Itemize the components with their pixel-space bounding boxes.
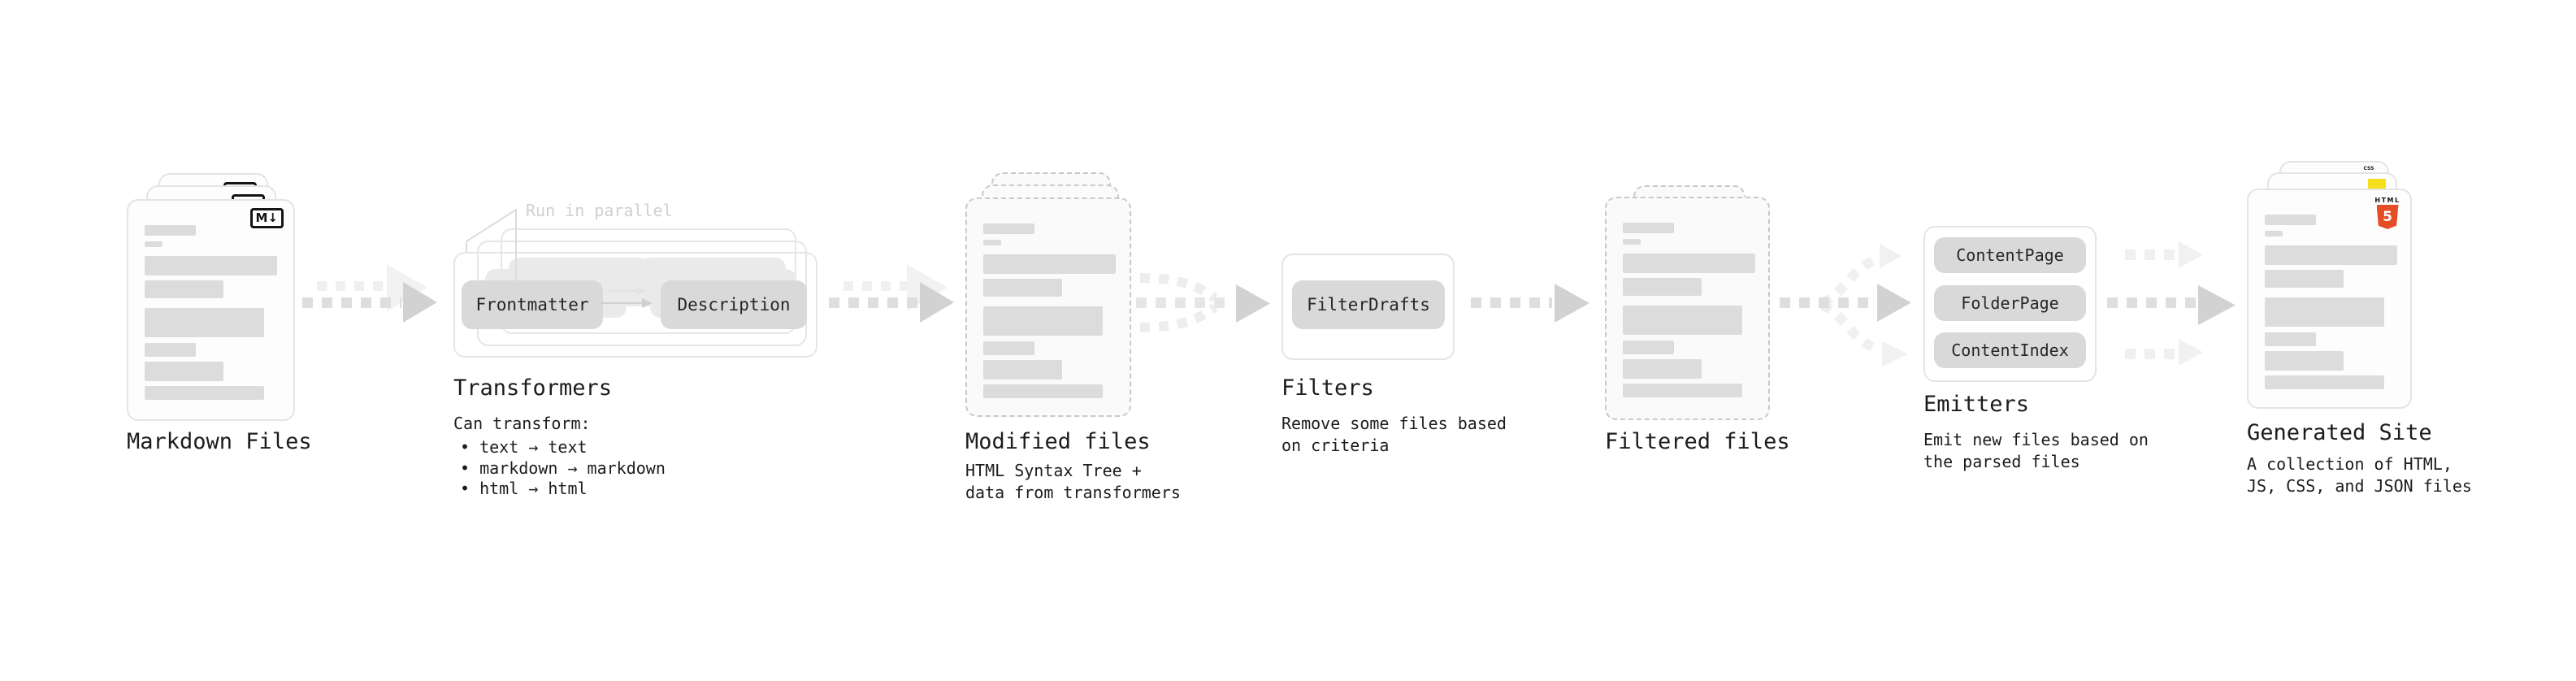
station-label: Filtered files bbox=[1605, 429, 1790, 454]
caption-line: on criteria bbox=[1281, 436, 1390, 455]
transform-bullet-list: text → text markdown → markdown html → h… bbox=[460, 437, 666, 500]
placeholder-bar bbox=[145, 308, 264, 337]
caption-line: the parsed files bbox=[1923, 452, 2080, 471]
arrow-head bbox=[1555, 284, 1589, 323]
station-label: Transformers bbox=[453, 375, 613, 401]
station-caption: A collection of HTML, JS, CSS, and JSON … bbox=[2247, 453, 2472, 497]
caption-line: JS, CSS, and JSON files bbox=[2247, 476, 2472, 496]
placeholder-bar bbox=[983, 306, 1103, 336]
emitter-chip-folderpage: FolderPage bbox=[1934, 285, 2086, 321]
placeholder-bar bbox=[983, 341, 1034, 355]
doc-content-bars bbox=[1623, 223, 1755, 397]
html5-digit: 5 bbox=[2383, 209, 2392, 225]
arrow-dash-line-ghost bbox=[317, 281, 386, 291]
transformer-box-front bbox=[453, 252, 817, 358]
placeholder-bar bbox=[2265, 231, 2283, 236]
placeholder-bar bbox=[1623, 239, 1641, 245]
station-label: Filters bbox=[1281, 375, 1374, 401]
placeholder-bar bbox=[983, 384, 1103, 398]
arrow-dash-line bbox=[1136, 297, 1225, 308]
placeholder-bar bbox=[1623, 359, 1702, 379]
placeholder-bar bbox=[983, 360, 1062, 380]
placeholder-bar bbox=[983, 223, 1034, 234]
arrow-dash-line-top bbox=[2125, 249, 2177, 260]
html5-icon-text: HTML bbox=[2374, 197, 2400, 204]
arrow-dash-line bbox=[302, 297, 401, 308]
placeholder-bar bbox=[2265, 270, 2344, 288]
placeholder-bar bbox=[1623, 306, 1742, 335]
placeholder-bar bbox=[2265, 375, 2384, 389]
doc-content-bars bbox=[145, 225, 277, 400]
markdown-icon: M↓ bbox=[249, 208, 284, 228]
placeholder-bar bbox=[983, 279, 1062, 297]
bullet-item: html → html bbox=[460, 479, 666, 500]
placeholder-bar bbox=[1623, 340, 1674, 354]
station-caption: Emit new files based on the parsed files bbox=[1923, 429, 2149, 473]
station-caption: HTML Syntax Tree + data from transformer… bbox=[965, 460, 1181, 504]
placeholder-bar bbox=[2265, 245, 2397, 265]
arrow-head-top bbox=[2179, 241, 2203, 268]
css-icon-text: CSS bbox=[2363, 166, 2374, 171]
emitter-chip-contentindex: ContentIndex bbox=[1934, 332, 2086, 368]
caption-line: Emit new files based on bbox=[1923, 430, 2149, 449]
arrow-head bbox=[2198, 285, 2236, 325]
placeholder-bar bbox=[983, 254, 1116, 274]
placeholder-bar bbox=[145, 225, 196, 236]
placeholder-bar bbox=[145, 256, 277, 275]
placeholder-bar bbox=[1623, 223, 1674, 233]
caption-line: Remove some files based bbox=[1281, 414, 1507, 433]
placeholder-bar bbox=[145, 280, 223, 298]
placeholder-bar bbox=[2265, 351, 2344, 371]
bullet-item: text → text bbox=[460, 437, 666, 458]
station-label: Emitters bbox=[1923, 392, 2030, 417]
placeholder-bar bbox=[145, 343, 196, 357]
arrow-dash-line bbox=[2107, 297, 2197, 308]
document-card-front: HTML 5 bbox=[2247, 189, 2412, 409]
html5-icon: HTML 5 bbox=[2374, 197, 2400, 229]
caption-line: A collection of HTML, bbox=[2247, 454, 2452, 474]
parallel-arrows-icon bbox=[601, 276, 653, 308]
annotation-leader-line bbox=[466, 208, 517, 284]
transformer-chip-description: Description bbox=[661, 280, 807, 329]
arrow-dash-line bbox=[1471, 297, 1552, 308]
arrow-dash-line-bottom bbox=[2125, 349, 2177, 359]
arrow-dash-line bbox=[829, 297, 920, 308]
filter-chip-filterdrafts: FilterDrafts bbox=[1292, 280, 1445, 329]
transformer-chip-frontmatter: Frontmatter bbox=[462, 280, 603, 329]
placeholder-bar bbox=[983, 240, 1001, 245]
caption-line: HTML Syntax Tree + bbox=[965, 461, 1142, 480]
annotation-run-in-parallel: Run in parallel bbox=[526, 201, 673, 220]
placeholder-bar bbox=[145, 362, 223, 381]
html5-shield: 5 bbox=[2376, 205, 2399, 229]
arrow-dash-line-ghost bbox=[843, 281, 909, 291]
placeholder-bar bbox=[145, 386, 264, 400]
emitter-chip-contentpage: ContentPage bbox=[1934, 237, 2086, 273]
merge-curves bbox=[1139, 273, 1218, 332]
station-caption: Remove some files based on criteria bbox=[1281, 413, 1507, 457]
station-label: Markdown Files bbox=[127, 429, 312, 454]
placeholder-bar bbox=[1623, 278, 1702, 296]
caption-title: Can transform: bbox=[453, 414, 591, 433]
placeholder-bar bbox=[1623, 384, 1742, 397]
caption-line: data from transformers bbox=[965, 483, 1181, 502]
doc-content-bars bbox=[2265, 215, 2397, 389]
placeholder-bar bbox=[145, 241, 163, 247]
placeholder-bar bbox=[2265, 215, 2316, 225]
station-label: Generated Site bbox=[2247, 420, 2432, 445]
arrow-head bbox=[1236, 284, 1270, 323]
document-card-front bbox=[1605, 197, 1770, 420]
placeholder-bar bbox=[1623, 254, 1755, 273]
document-card-front: M↓ bbox=[127, 199, 295, 421]
doc-content-bars bbox=[983, 223, 1116, 398]
document-card-front bbox=[965, 197, 1131, 417]
bullet-item: markdown → markdown bbox=[460, 458, 666, 479]
arrow-dash-line bbox=[1780, 297, 1871, 308]
station-label: Modified files bbox=[965, 429, 1151, 454]
js-icon bbox=[2368, 179, 2386, 189]
arrow-head-bottom bbox=[2179, 339, 2203, 366]
placeholder-bar bbox=[2265, 332, 2316, 346]
placeholder-bar bbox=[2265, 297, 2384, 327]
